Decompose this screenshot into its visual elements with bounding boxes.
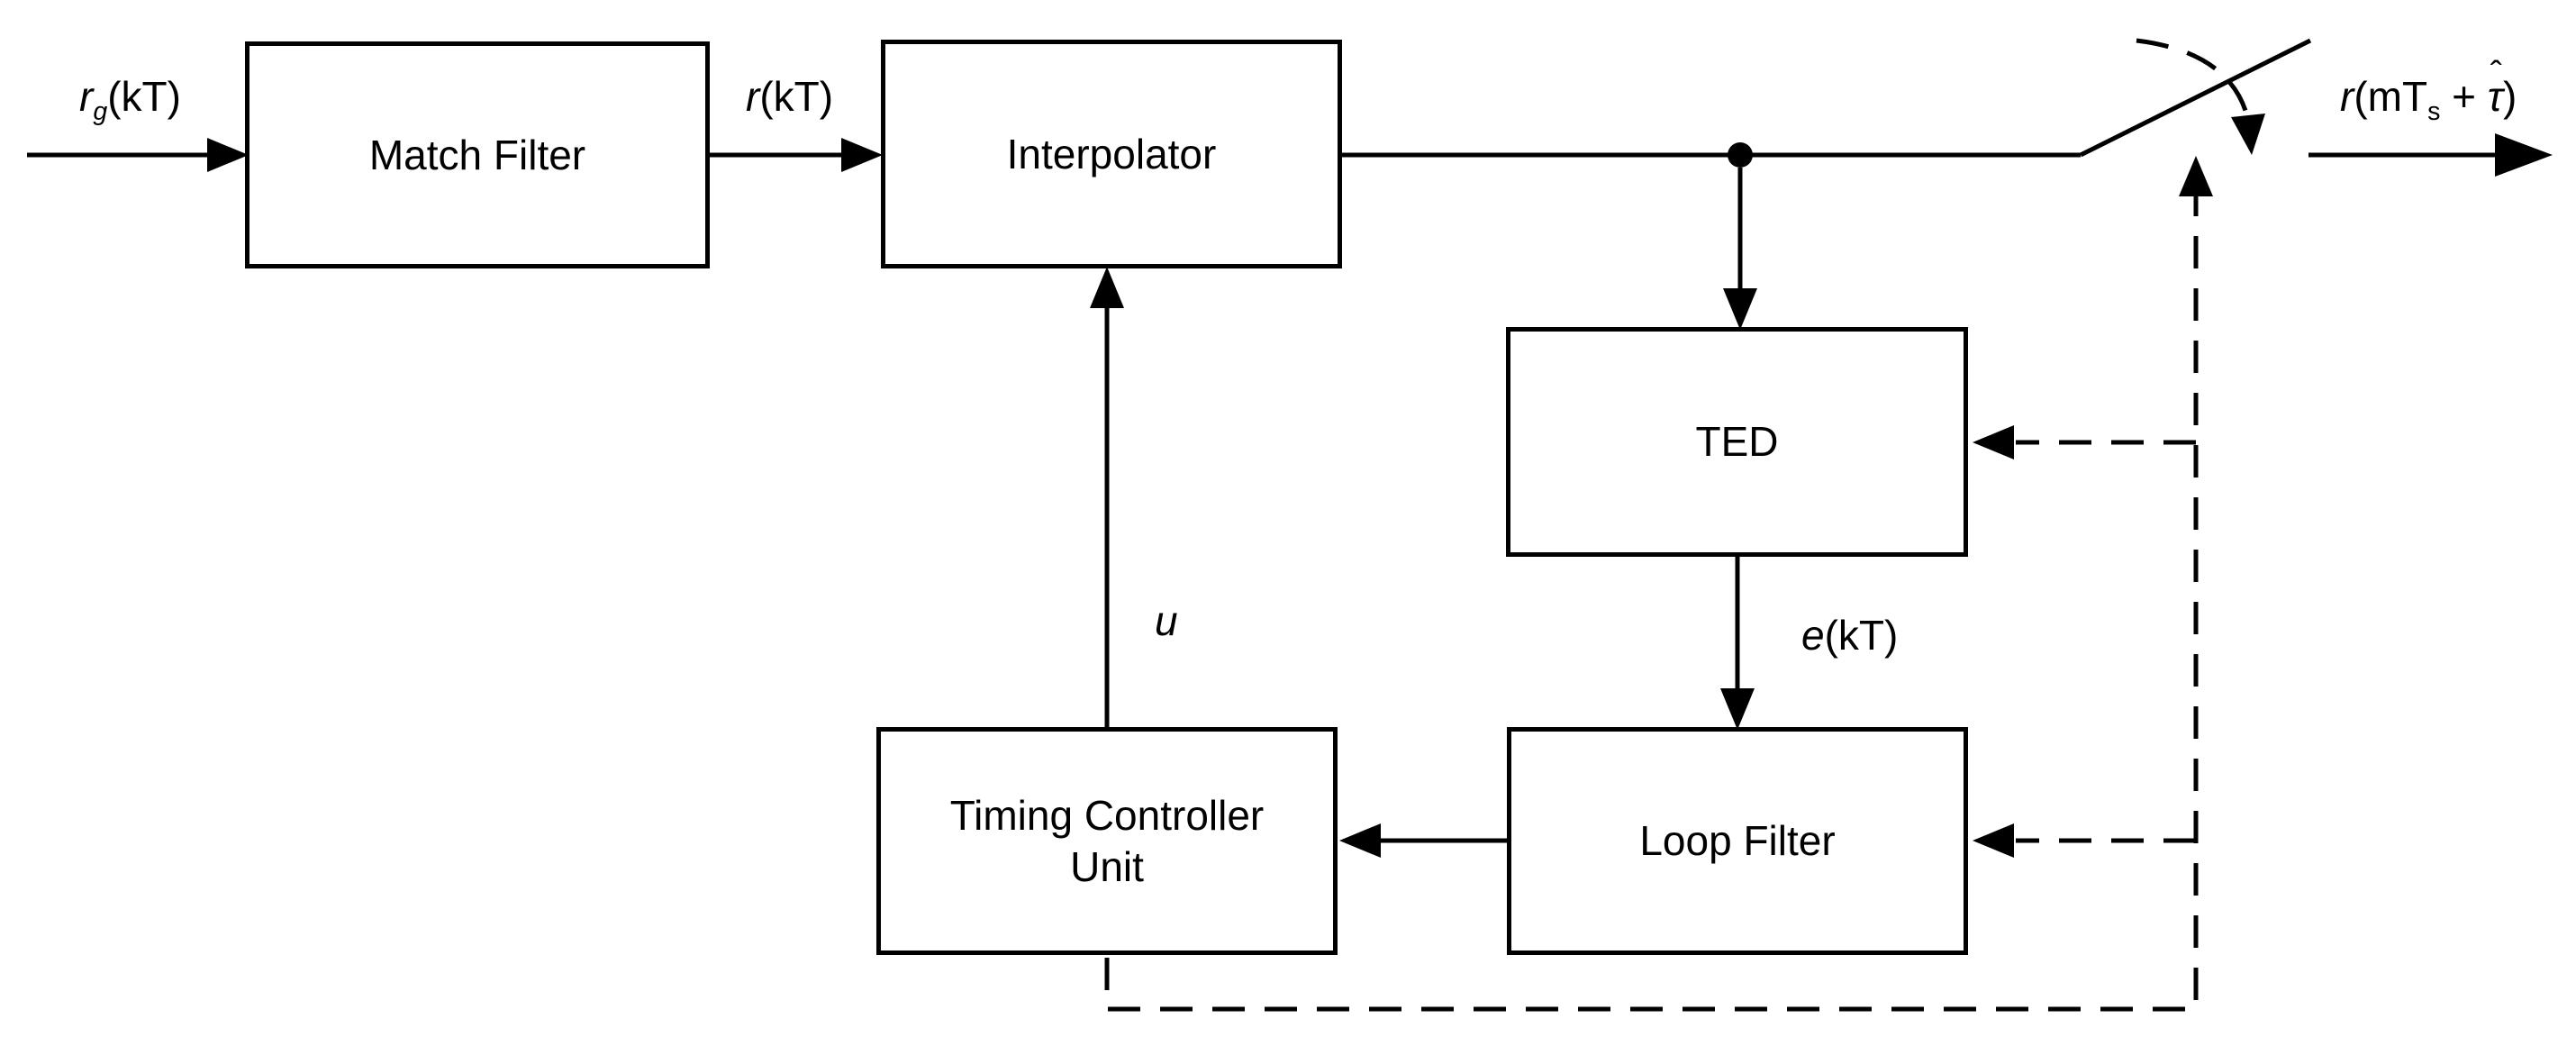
control-u-arrow	[1090, 267, 1124, 727]
block-timing-controller-label-line2: Unit	[1070, 842, 1144, 890]
feedback-dashed-bus	[1104, 196, 2199, 1012]
error-signal-arrow	[1720, 557, 1755, 730]
tau-hat-accent: ˆ	[2490, 55, 2502, 95]
block-ted-label: TED	[1695, 418, 1779, 466]
block-timing-controller-unit: Timing Controller Unit	[876, 727, 1338, 955]
block-interpolator-label: Interpolator	[1006, 130, 1217, 177]
switch-arc-arrowhead	[2231, 114, 2265, 155]
block-match-filter-label: Match Filter	[368, 131, 586, 178]
ted-input-arrow	[1723, 168, 1757, 330]
block-timing-controller-label-line1: Timing Controller	[949, 792, 1265, 840]
block-interpolator: Interpolator	[881, 40, 1342, 268]
input-arrow	[27, 138, 249, 172]
block-loop-filter: Loop Filter	[1507, 727, 1968, 955]
sampler-switch-icon	[2079, 38, 2312, 158]
ted-feedback-arrowhead	[1973, 425, 2014, 459]
block-loop-filter-label: Loop Filter	[1639, 817, 1836, 865]
matched-signal-arrow	[710, 138, 883, 172]
loopfilter-to-controller-arrow	[1339, 823, 1507, 858]
junction-dot	[1728, 142, 1753, 168]
input-signal-label: rg(kT)	[79, 73, 181, 127]
block-ted: TED	[1506, 327, 1968, 557]
switch-control-arrowhead	[2179, 156, 2213, 196]
switch-rotation-arc	[2136, 38, 2251, 121]
block-match-filter: Match Filter	[245, 41, 710, 268]
control-signal-label: u	[1155, 597, 1178, 644]
error-signal-label: e(kT)	[1801, 612, 1899, 659]
loopfilter-feedback-arrowhead	[1973, 823, 2014, 858]
output-arrow	[2308, 133, 2553, 177]
matched-signal-label: r(kT)	[746, 73, 834, 120]
